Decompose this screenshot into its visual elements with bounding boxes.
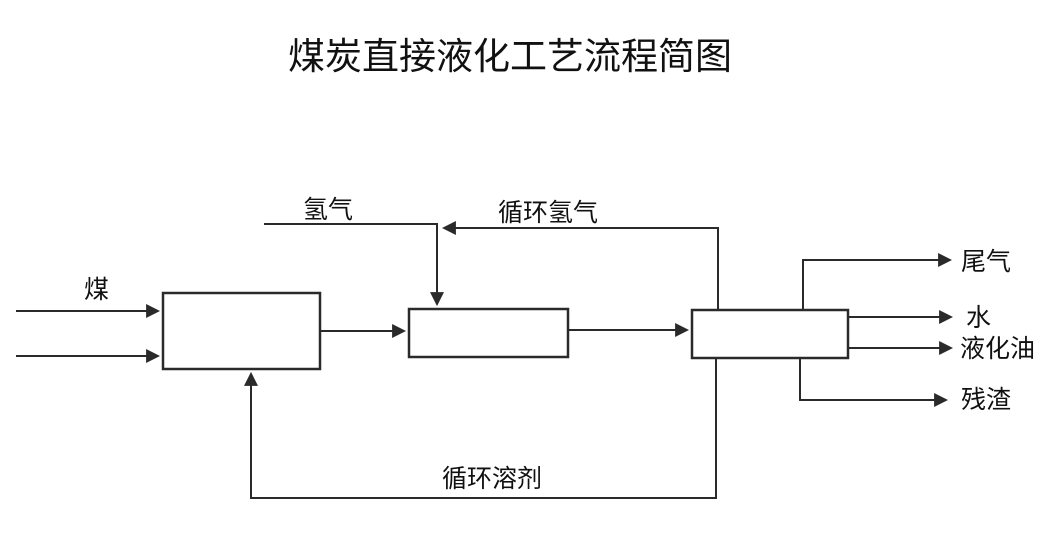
label-coal: 煤: [84, 275, 110, 304]
diagram-title: 煤炭直接液化工艺流程简图: [288, 35, 732, 78]
label-hydrogen: 氢气: [303, 195, 354, 224]
box-reactor: [407, 307, 570, 359]
label-recycle-solvent: 循环溶剂: [442, 464, 543, 493]
label-recycle-hydrogen: 循环氢气: [498, 198, 599, 227]
label-tail-gas: 尾气: [961, 247, 1012, 276]
box-coal-slurry-prep: [161, 291, 322, 371]
box-separator: [690, 308, 850, 360]
label-liquefied-oil: 液化油: [960, 334, 1036, 363]
label-residue: 残渣: [961, 385, 1012, 414]
label-water: 水: [966, 303, 992, 332]
